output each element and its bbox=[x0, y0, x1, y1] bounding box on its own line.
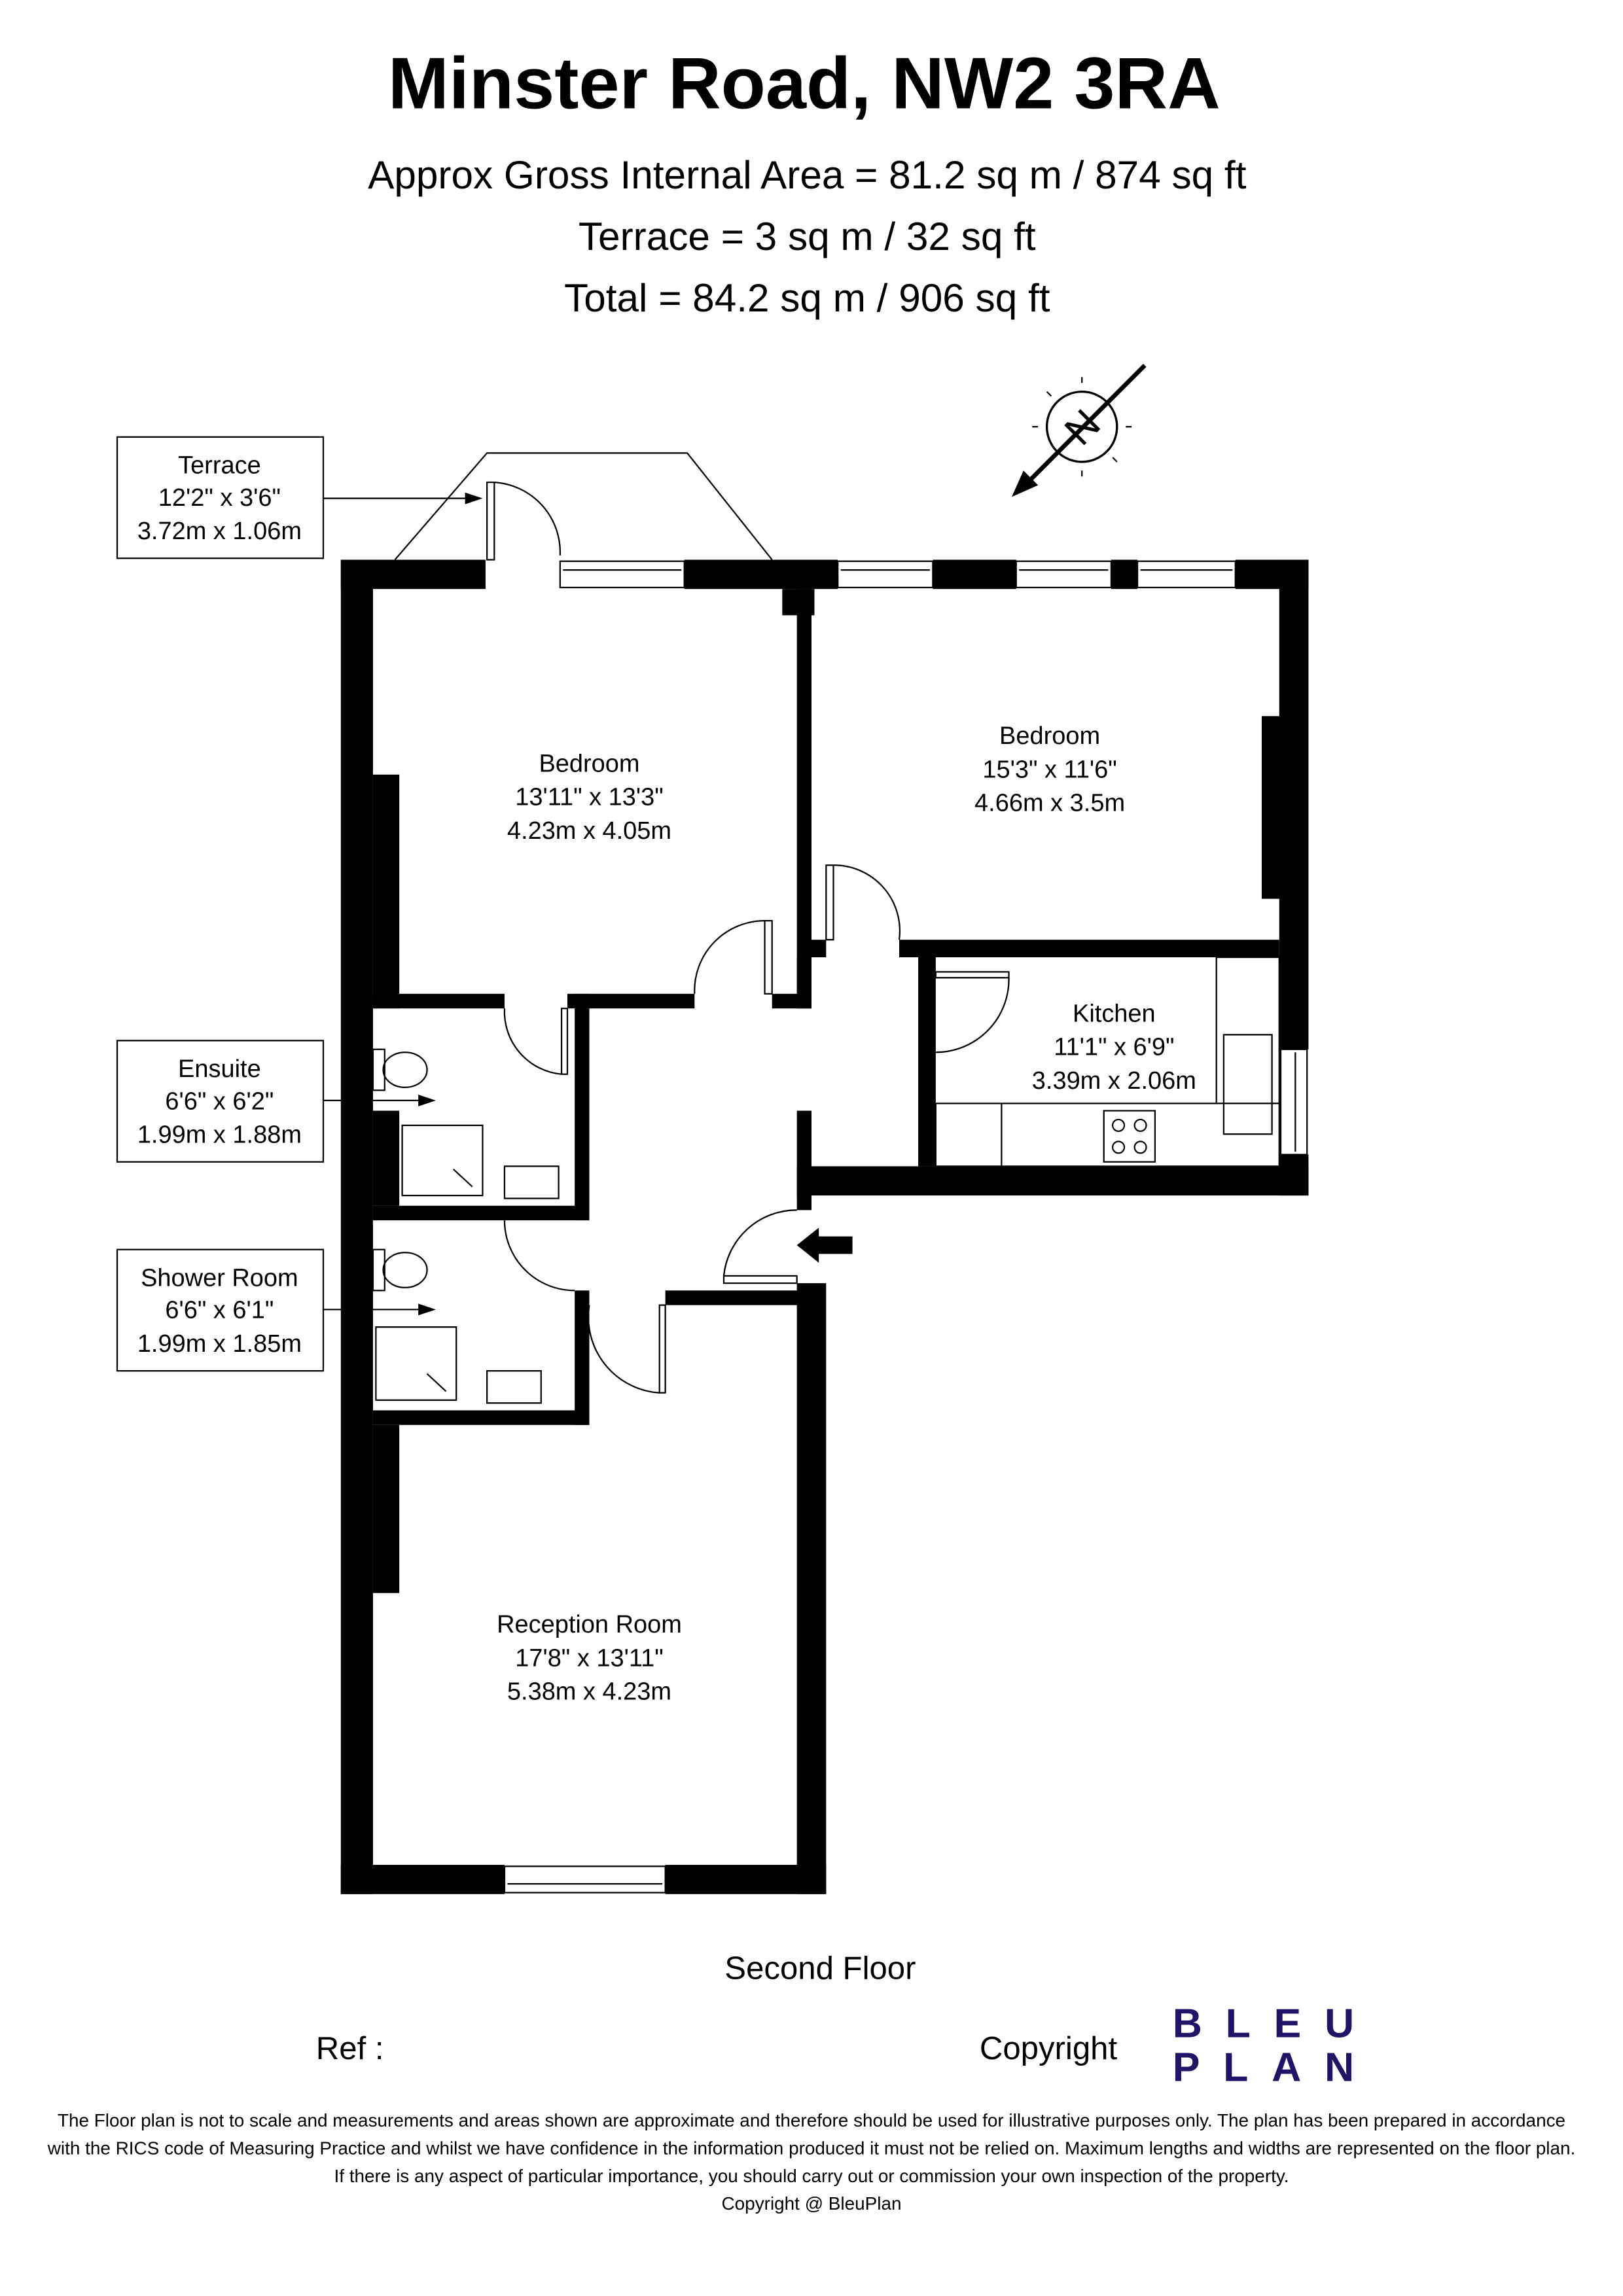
room-kitchen: Kitchen 11'1" x 6'9" 3.39m x 2.06m bbox=[1032, 1000, 1196, 1095]
room-bedroom-2: Bedroom 15'3" x 11'6" 4.66m x 3.5m bbox=[974, 722, 1125, 817]
svg-text:The Floor plan is not to scale: The Floor plan is not to scale and measu… bbox=[58, 2110, 1565, 2130]
compass-icon: N bbox=[1012, 364, 1147, 497]
svg-text:15'3" x 11'6": 15'3" x 11'6" bbox=[982, 756, 1116, 783]
page-title: Minster Road, NW2 3RA bbox=[388, 42, 1221, 124]
svg-text:Bedroom: Bedroom bbox=[999, 722, 1100, 750]
svg-text:11'1" x 6'9": 11'1" x 6'9" bbox=[1054, 1034, 1174, 1061]
callout-ensuite: Ensuite 6'6" x 6'2" 1.99m x 1.88m bbox=[116, 1040, 436, 1163]
svg-text:PLAN: PLAN bbox=[1173, 2045, 1378, 2091]
floor-label: Second Floor bbox=[724, 1951, 916, 1986]
svg-text:3.39m x 2.06m: 3.39m x 2.06m bbox=[1032, 1067, 1196, 1095]
svg-text:17'8" x 13'11": 17'8" x 13'11" bbox=[515, 1644, 664, 1672]
svg-text:4.23m x 4.05m: 4.23m x 4.05m bbox=[507, 817, 671, 845]
fixtures bbox=[372, 956, 1280, 1404]
svg-text:BLEU: BLEU bbox=[1173, 2001, 1378, 2047]
entrance-arrow-icon bbox=[796, 1227, 853, 1263]
svg-text:1.99m x 1.85m: 1.99m x 1.85m bbox=[137, 1330, 302, 1358]
svg-text:Bedroom: Bedroom bbox=[539, 750, 639, 777]
svg-text:with the RICS code of Measurin: with the RICS code of Measuring Practice… bbox=[47, 2138, 1576, 2158]
svg-text:Terrace: Terrace bbox=[178, 452, 261, 480]
svg-text:1.99m x 1.88m: 1.99m x 1.88m bbox=[137, 1122, 302, 1149]
ref-label: Ref : bbox=[316, 2031, 384, 2066]
copyright-label: Copyright bbox=[980, 2031, 1118, 2066]
svg-text:Ensuite: Ensuite bbox=[178, 1055, 261, 1083]
svg-text:12'2" x 3'6": 12'2" x 3'6" bbox=[158, 484, 281, 512]
svg-text:3.72m x 1.06m: 3.72m x 1.06m bbox=[137, 518, 302, 545]
svg-text:5.38m x 4.23m: 5.38m x 4.23m bbox=[507, 1678, 671, 1706]
svg-text:If there is any aspect of part: If there is any aspect of particular imp… bbox=[334, 2166, 1289, 2186]
svg-text:Reception Room: Reception Room bbox=[497, 1611, 682, 1638]
svg-text:Copyright @ BleuPlan: Copyright @ BleuPlan bbox=[722, 2193, 902, 2214]
callout-shower-room: Shower Room 6'6" x 6'1" 1.99m x 1.85m bbox=[116, 1248, 436, 1372]
room-bedroom-1: Bedroom 13'11" x 13'3" 4.23m x 4.05m bbox=[507, 750, 671, 845]
callout-terrace: Terrace 12'2" x 3'6" 3.72m x 1.06m bbox=[116, 436, 483, 559]
total-area: Total = 84.2 sq m / 906 sq ft bbox=[564, 275, 1050, 320]
svg-text:13'11" x 13'3": 13'11" x 13'3" bbox=[515, 784, 664, 811]
svg-text:4.66m x 3.5m: 4.66m x 3.5m bbox=[974, 790, 1125, 817]
svg-text:6'6" x 6'2": 6'6" x 6'2" bbox=[165, 1087, 274, 1115]
svg-text:Shower Room: Shower Room bbox=[141, 1265, 298, 1292]
walls bbox=[340, 559, 1309, 1894]
room-reception: Reception Room 17'8" x 13'11" 5.38m x 4.… bbox=[497, 1611, 682, 1706]
svg-text:6'6" x 6'1": 6'6" x 6'1" bbox=[165, 1297, 274, 1324]
gross-area: Approx Gross Internal Area = 81.2 sq m /… bbox=[368, 152, 1247, 197]
terrace-area: Terrace = 3 sq m / 32 sq ft bbox=[579, 214, 1036, 258]
bleuplan-logo: BLEU PLAN bbox=[1173, 2001, 1378, 2091]
disclaimer: The Floor plan is not to scale and measu… bbox=[47, 2110, 1576, 2214]
windows bbox=[503, 560, 1308, 1894]
svg-text:Kitchen: Kitchen bbox=[1073, 1000, 1156, 1027]
doors bbox=[486, 481, 1010, 1394]
